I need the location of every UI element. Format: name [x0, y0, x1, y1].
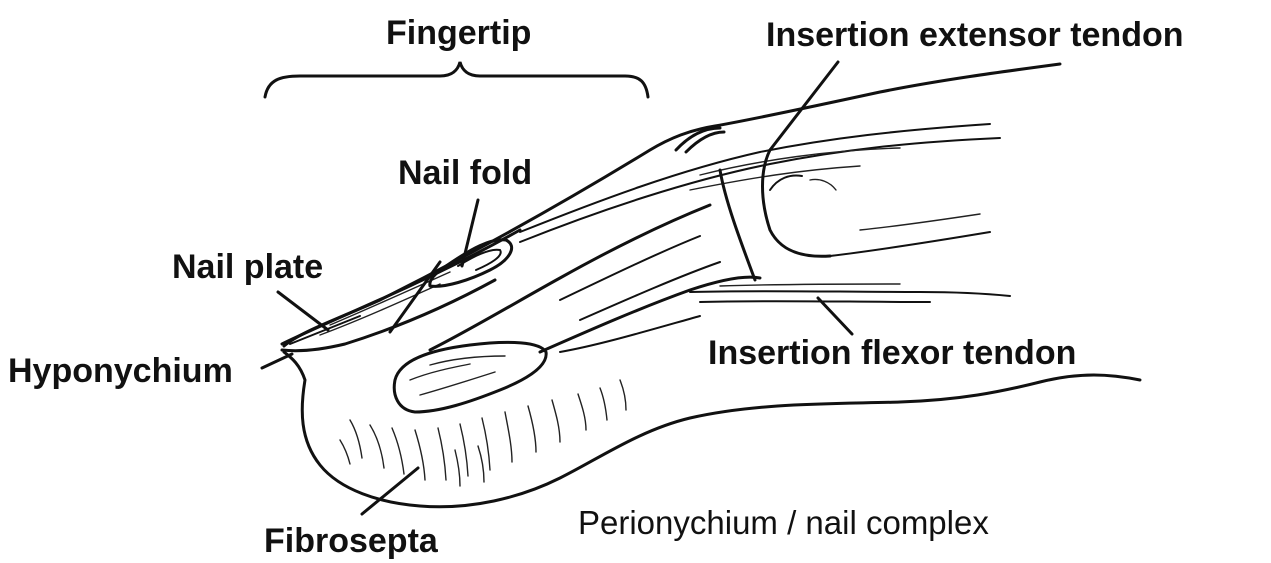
- label-hyponychium: Hyponychium: [8, 352, 233, 390]
- label-perionychium-nail-complex: Perionychium / nail complex: [578, 504, 989, 541]
- distal-phalanx: [394, 205, 760, 412]
- leader-nail-plate: [278, 292, 328, 330]
- leader-lines: [262, 62, 852, 514]
- knuckle-fold: [676, 128, 724, 152]
- leader-flexor: [818, 298, 852, 334]
- dip-joint: [720, 150, 990, 280]
- leader-fibrosepta: [362, 468, 418, 514]
- label-insertion-extensor-tendon: Insertion extensor tendon: [766, 16, 1184, 54]
- fingertip-brace: [265, 62, 648, 97]
- flexor-tendon: [690, 284, 1010, 302]
- nail-fold-shape: [430, 240, 512, 287]
- extensor-tendon: [520, 124, 1000, 242]
- label-fingertip: Fingertip: [386, 14, 531, 52]
- label-insertion-flexor-tendon: Insertion flexor tendon: [708, 334, 1076, 372]
- leader-nail-fold-2: [390, 262, 440, 332]
- palmar-outline: [284, 352, 1140, 507]
- label-fibrosepta: Fibrosepta: [264, 522, 439, 560]
- dorsal-outline: [284, 64, 1060, 346]
- label-nail-plate: Nail plate: [172, 248, 323, 286]
- leader-extensor: [770, 62, 838, 150]
- leader-hyponychium: [262, 354, 292, 368]
- label-nail-fold: Nail fold: [398, 154, 532, 192]
